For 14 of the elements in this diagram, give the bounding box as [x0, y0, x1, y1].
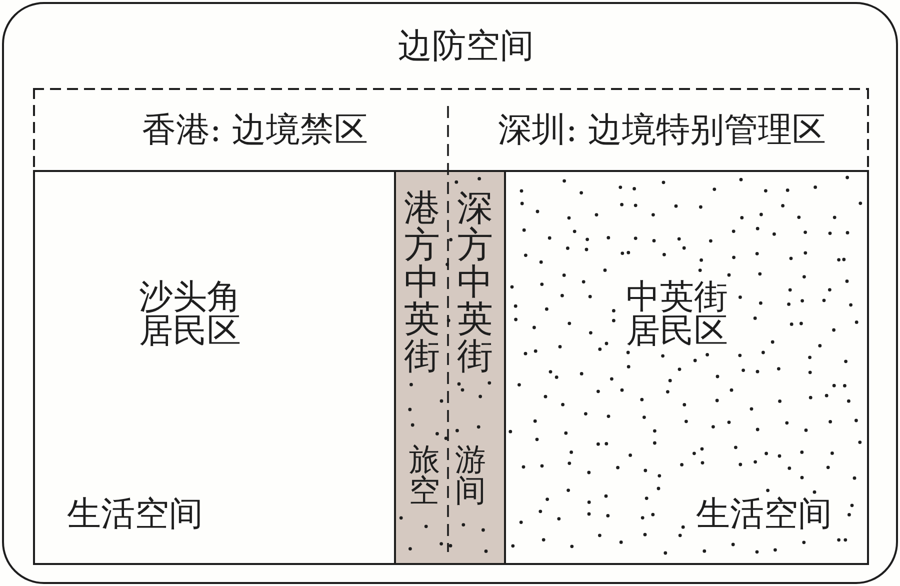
- frame-title: 边防空间: [398, 29, 534, 63]
- vertical-label: 深方中英街: [456, 190, 494, 375]
- strip-label: 旅游空间: [409, 445, 502, 507]
- region-label: 中英街居民区: [625, 280, 729, 348]
- dotted-region-box: [504, 170, 869, 565]
- zone-label: 香港: 边境禁区: [142, 113, 368, 147]
- shaded-strip: [394, 170, 506, 565]
- region-label: 沙头角居民区: [138, 280, 242, 348]
- region-box: [33, 170, 396, 565]
- dashed-band: [33, 88, 869, 170]
- vertical-label: 港方中英街: [403, 190, 441, 375]
- space-label: 生活空间: [67, 497, 203, 531]
- zone-label: 深圳: 边境特别管理区: [498, 113, 826, 147]
- space-label: 生活空间: [696, 497, 832, 531]
